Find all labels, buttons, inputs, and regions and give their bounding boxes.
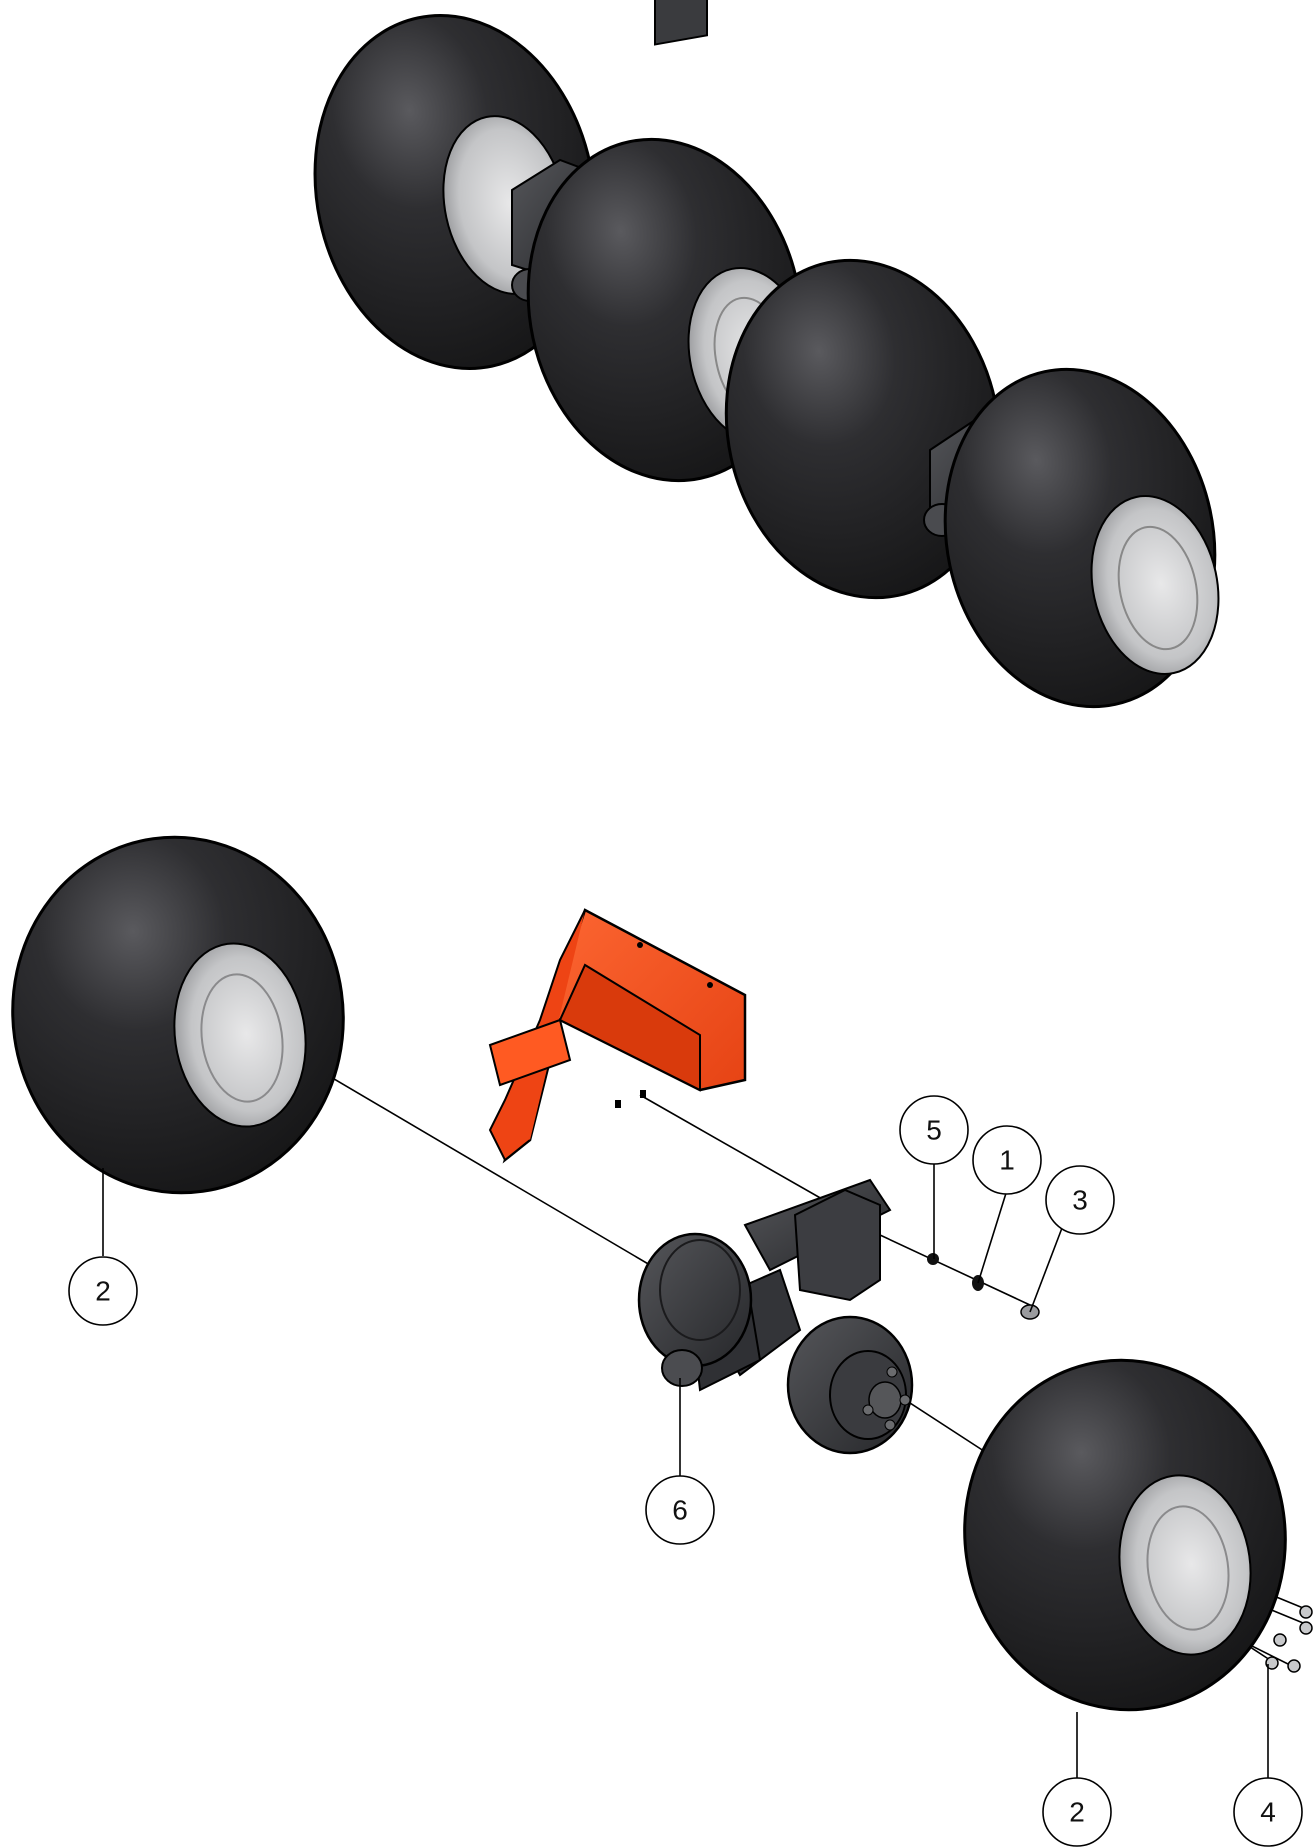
lug-nut <box>1287 1659 1301 1673</box>
callout-3: 3 <box>1045 1165 1115 1235</box>
callout-1-label: 1 <box>999 1145 1015 1176</box>
mounting-bracket <box>488 908 747 1164</box>
lug-nut <box>1273 1633 1287 1647</box>
assembled-view <box>313 0 1220 709</box>
tire-assembled-4 <box>943 367 1220 709</box>
lug-nuts <box>1265 1605 1313 1673</box>
exploded-view: 2 5 1 3 6 2 4 <box>11 835 1313 1847</box>
callout-3-label: 3 <box>1072 1185 1088 1216</box>
callout-6-label: 6 <box>672 1495 688 1526</box>
lug-nut <box>1299 1621 1313 1635</box>
callout-4-label: 4 <box>1260 1797 1276 1828</box>
washer <box>927 1253 939 1265</box>
tire-right <box>963 1358 1287 1712</box>
callout-5: 5 <box>899 1095 969 1165</box>
callout-2-right-label: 2 <box>1069 1797 1085 1828</box>
tire-left <box>11 835 345 1195</box>
lug-nut <box>1265 1656 1279 1670</box>
callout-2-left-label: 2 <box>95 1276 111 1307</box>
callout-2-right: 2 <box>1042 1777 1112 1847</box>
lug-nut <box>1299 1605 1313 1619</box>
callout-4: 4 <box>1233 1777 1303 1847</box>
hardware <box>927 1253 1040 1320</box>
callout-6: 6 <box>645 1475 715 1545</box>
callout-1: 1 <box>972 1125 1042 1195</box>
axle-assembly <box>637 1178 914 1455</box>
callout-5-label: 5 <box>926 1115 942 1146</box>
callout-2-left: 2 <box>68 1256 138 1326</box>
